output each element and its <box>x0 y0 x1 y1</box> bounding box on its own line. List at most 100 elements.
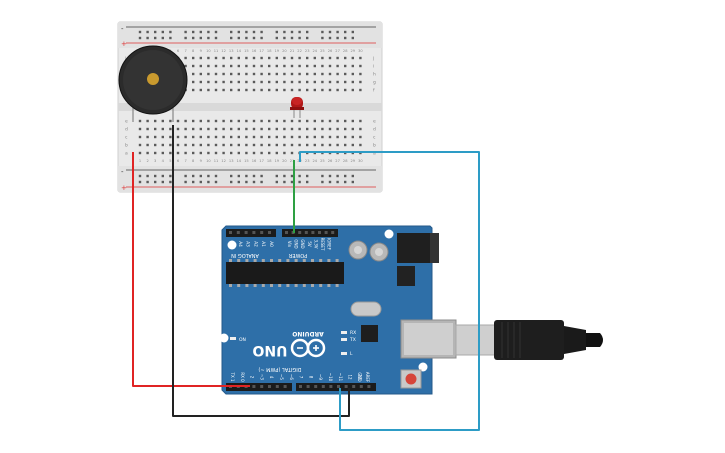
terminal-hole[interactable] <box>268 56 271 60</box>
terminal-hole[interactable] <box>214 119 218 123</box>
terminal-hole[interactable] <box>199 64 202 68</box>
terminal-hole[interactable] <box>328 88 332 92</box>
terminal-hole[interactable] <box>313 119 316 123</box>
terminal-hole[interactable] <box>275 64 278 68</box>
terminal-hole[interactable] <box>313 135 316 139</box>
terminal-hole[interactable] <box>207 72 210 76</box>
rail-hole[interactable] <box>328 30 332 34</box>
header-pin[interactable] <box>244 231 248 234</box>
terminal-hole[interactable] <box>336 135 339 139</box>
header-pin[interactable] <box>229 231 232 234</box>
terminal-hole[interactable] <box>192 64 195 68</box>
terminal-hole[interactable] <box>207 64 210 68</box>
header-pin[interactable] <box>337 385 340 388</box>
terminal-hole[interactable] <box>275 56 278 60</box>
header-pin[interactable] <box>359 385 363 388</box>
header-pin[interactable] <box>268 231 271 234</box>
terminal-hole[interactable] <box>184 135 187 139</box>
terminal-hole[interactable] <box>214 72 218 76</box>
terminal-hole[interactable] <box>359 127 362 131</box>
terminal-hole[interactable] <box>199 119 202 123</box>
terminal-hole[interactable] <box>351 127 354 131</box>
terminal-hole[interactable] <box>230 135 233 139</box>
rail-hole[interactable] <box>344 174 347 178</box>
header-pin[interactable] <box>285 231 288 234</box>
terminal-hole[interactable] <box>245 72 248 76</box>
rail-hole[interactable] <box>169 36 172 40</box>
terminal-hole[interactable] <box>146 119 149 123</box>
terminal-hole[interactable] <box>260 56 263 60</box>
rail-hole[interactable] <box>260 36 263 40</box>
terminal-hole[interactable] <box>275 80 278 84</box>
rail-hole[interactable] <box>275 180 278 184</box>
terminal-hole[interactable] <box>222 56 225 60</box>
wire-red[interactable] <box>132 152 250 387</box>
header-pin[interactable] <box>252 231 256 234</box>
terminal-hole[interactable] <box>207 56 210 60</box>
header-pin[interactable] <box>324 231 328 234</box>
terminal-hole[interactable] <box>169 127 172 131</box>
terminal-hole[interactable] <box>199 135 202 139</box>
terminal-hole[interactable] <box>321 80 324 84</box>
terminal-hole[interactable] <box>176 119 180 123</box>
rail-hole[interactable] <box>230 180 233 184</box>
terminal-hole[interactable] <box>184 119 187 123</box>
terminal-hole[interactable] <box>222 151 225 155</box>
terminal-hole[interactable] <box>328 143 332 147</box>
rail-hole[interactable] <box>161 36 164 40</box>
rail-hole[interactable] <box>138 36 142 40</box>
terminal-hole[interactable] <box>237 127 240 131</box>
terminal-hole[interactable] <box>298 135 301 139</box>
terminal-hole[interactable] <box>298 127 301 131</box>
terminal-hole[interactable] <box>313 143 316 147</box>
terminal-hole[interactable] <box>230 143 233 147</box>
terminal-hole[interactable] <box>336 64 339 68</box>
terminal-hole[interactable] <box>283 72 286 76</box>
terminal-hole[interactable] <box>252 88 256 92</box>
terminal-hole[interactable] <box>199 88 202 92</box>
terminal-hole[interactable] <box>283 135 286 139</box>
header-pin[interactable] <box>318 231 321 234</box>
terminal-hole[interactable] <box>199 80 202 84</box>
rail-hole[interactable] <box>321 180 324 184</box>
terminal-hole[interactable] <box>199 72 202 76</box>
terminal-hole[interactable] <box>176 143 180 147</box>
terminal-hole[interactable] <box>275 127 278 131</box>
rail-hole[interactable] <box>161 30 164 34</box>
terminal-hole[interactable] <box>290 135 294 139</box>
terminal-hole[interactable] <box>207 88 210 92</box>
terminal-hole[interactable] <box>230 151 233 155</box>
rail-hole[interactable] <box>214 180 218 184</box>
terminal-hole[interactable] <box>230 72 233 76</box>
rail-hole[interactable] <box>199 180 202 184</box>
terminal-hole[interactable] <box>252 64 256 68</box>
terminal-hole[interactable] <box>306 80 309 84</box>
rail-hole[interactable] <box>283 180 286 184</box>
terminal-hole[interactable] <box>245 56 248 60</box>
header-pin[interactable] <box>298 231 302 234</box>
terminal-hole[interactable] <box>260 127 263 131</box>
rail-hole[interactable] <box>184 174 187 178</box>
terminal-hole[interactable] <box>207 151 210 155</box>
rail-hole[interactable] <box>298 30 301 34</box>
terminal-hole[interactable] <box>351 56 354 60</box>
header-pin[interactable] <box>314 385 318 388</box>
terminal-hole[interactable] <box>192 56 195 60</box>
terminal-hole[interactable] <box>344 135 347 139</box>
rail-hole[interactable] <box>169 30 172 34</box>
terminal-hole[interactable] <box>344 88 347 92</box>
terminal-hole[interactable] <box>313 64 316 68</box>
rail-hole[interactable] <box>260 30 263 34</box>
header-pin[interactable] <box>331 231 335 234</box>
header-pin[interactable] <box>260 231 264 234</box>
terminal-hole[interactable] <box>321 143 324 147</box>
terminal-hole[interactable] <box>283 151 286 155</box>
terminal-hole[interactable] <box>161 135 164 139</box>
rail-hole[interactable] <box>207 30 210 34</box>
terminal-hole[interactable] <box>230 80 233 84</box>
terminal-hole[interactable] <box>321 119 324 123</box>
rail-hole[interactable] <box>138 30 142 34</box>
rail-hole[interactable] <box>146 30 149 34</box>
terminal-hole[interactable] <box>237 72 240 76</box>
rail-hole[interactable] <box>328 174 332 178</box>
